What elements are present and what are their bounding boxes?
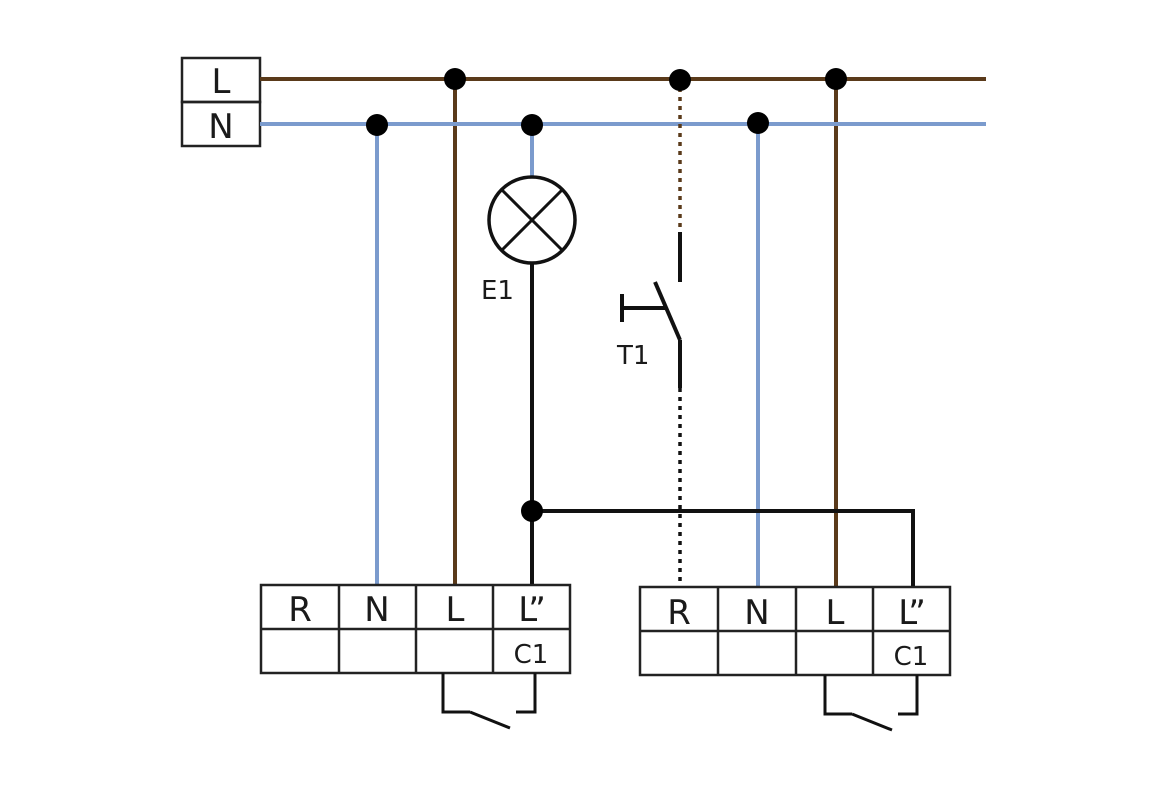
relay-1-contact-label: C1 [514, 640, 549, 670]
relay-1-terminal-n: N [364, 590, 389, 630]
relay-2-contact-label: C1 [894, 642, 929, 672]
pushbutton-label: T1 [616, 341, 649, 371]
live-wires [260, 77, 986, 587]
relay-1-terminal-l: L [446, 590, 465, 630]
pushbutton-t1: T1 [616, 232, 682, 388]
supply-neutral-label: N [208, 107, 233, 147]
supply-live-label: L [212, 62, 231, 102]
relay-1-terminal-r: R [288, 590, 312, 630]
lamp-to-relay-2 [532, 509, 915, 587]
relay-2-terminal-l: L [826, 593, 845, 633]
supply-terminal-block: L N [180, 56, 262, 148]
junction-dots [366, 68, 847, 522]
relay-1: R N L L” C1 [259, 583, 572, 730]
relay-2-terminal-n: N [744, 593, 769, 633]
control-wires [530, 262, 915, 587]
lamp-label: E1 [481, 276, 514, 306]
relay-1-terminal-l-out: L” [518, 590, 546, 630]
relay-2-terminal-l-out: L” [898, 593, 926, 633]
lamp-e1: E1 [481, 175, 577, 306]
relay-2-contact [823, 675, 919, 732]
relay-2: R N L L” C1 [638, 585, 952, 732]
relay-2-terminal-r: R [667, 593, 691, 633]
relay-1-contact [441, 673, 537, 730]
